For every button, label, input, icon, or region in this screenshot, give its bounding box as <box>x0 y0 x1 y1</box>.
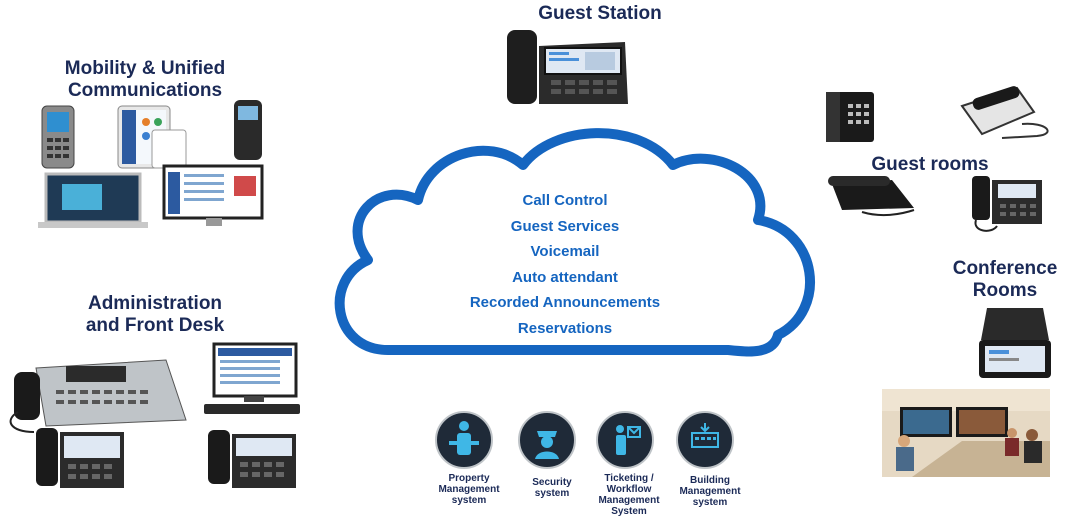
admin-devices-image <box>6 340 306 492</box>
building-management-label-line1: Building <box>690 475 730 486</box>
security-label-line1: Security <box>532 477 572 488</box>
property-management-label-line2: Management <box>438 484 500 495</box>
admin-heading-line2: and Front Desk <box>85 315 225 336</box>
property-management-label-line1: Property <box>448 473 490 484</box>
service-recorded-announcements: Recorded Announcements <box>469 294 661 311</box>
guest-station-phone-image <box>505 24 630 106</box>
building-management-icon <box>676 411 734 469</box>
mobility-heading-line2: Communications <box>67 80 223 101</box>
cloud-shape <box>318 120 830 365</box>
building-management-label: Building Management system <box>665 475 755 508</box>
property-management-label-line3: system <box>451 495 487 506</box>
guest-station-heading: Guest Station <box>538 3 662 24</box>
security-label-line2: system <box>534 488 570 499</box>
mobility-heading: Mobility & Unified Communications <box>30 58 260 102</box>
mobility-heading-line1: Mobility & Unified <box>64 58 226 79</box>
mobility-devices-image <box>22 100 267 230</box>
property-management-icon <box>435 411 493 469</box>
guest-rooms-heading: Guest rooms <box>871 154 989 175</box>
property-management-label: Property Management system <box>424 473 514 506</box>
conference-heading-line1: Conference <box>952 258 1058 279</box>
admin-heading-line1: Administration <box>87 293 223 314</box>
ticketing-label: Ticketing / Workflow Management System <box>584 473 674 517</box>
security-icon <box>518 411 576 469</box>
security-label: Security system <box>507 477 597 499</box>
conference-phone-image <box>975 300 1055 382</box>
service-guest-services: Guest Services <box>510 217 620 235</box>
service-call-control: Call Control <box>522 192 608 209</box>
service-auto-attendant: Auto attendant <box>512 268 618 286</box>
conference-heading-line2: Rooms <box>972 280 1038 301</box>
guest-room-phones-image <box>822 84 1067 239</box>
cloud-services-list: Call Control Guest Services Voicemail Au… <box>430 188 700 341</box>
service-reservations: Reservations <box>517 319 613 337</box>
service-voicemail: Voicemail <box>530 243 600 260</box>
conference-heading: Conference Rooms <box>935 258 1075 302</box>
building-management-label-line3: system <box>692 497 728 508</box>
building-management-label-line2: Management <box>679 486 741 497</box>
ticketing-icon <box>596 411 654 469</box>
admin-heading: Administration and Front Desk <box>50 293 260 337</box>
ticketing-label-line4: System <box>611 506 647 517</box>
video-conference-room-image <box>882 389 1050 477</box>
ticketing-label-line1: Ticketing / <box>604 473 654 484</box>
ticketing-label-line2: Workflow <box>606 484 652 495</box>
ticketing-label-line3: Management <box>598 495 660 506</box>
